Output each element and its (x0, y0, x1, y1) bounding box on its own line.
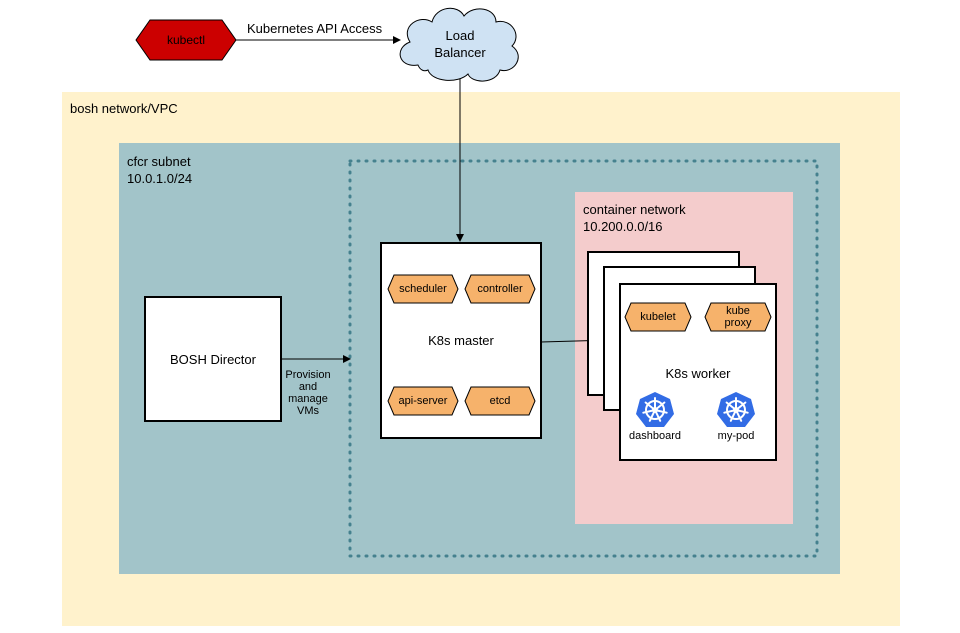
k8s-master-label: K8s master (428, 332, 494, 348)
controller-label: controller (477, 283, 523, 295)
kube-proxy-label: kube proxy (724, 305, 752, 329)
load-balancer-label: Load Balancer (434, 28, 486, 60)
container-network-label: container network 10.200.0.0/16 (583, 202, 686, 234)
kubectl-octagon (135, 19, 237, 61)
bosh-director-label: BOSH Director (170, 351, 256, 367)
bosh-director-box: BOSH Director (144, 296, 282, 422)
my-pod-label: my-pod (717, 430, 755, 442)
provision-label: Provision and manage VMs (285, 369, 331, 417)
kubelet-label: kubelet (640, 311, 676, 323)
bosh-network-label: bosh network/VPC (70, 101, 178, 116)
etcd-label: etcd (489, 395, 511, 407)
dashboard-pod: dashboard (629, 390, 681, 446)
dashboard-label: dashboard (629, 430, 681, 442)
kubernetes-icon (717, 392, 755, 427)
k8s-worker-label: K8s worker (665, 365, 731, 381)
scheduler-label: scheduler (399, 283, 447, 295)
kubelet-component: kubelet (624, 302, 692, 332)
scheduler-component: scheduler (387, 274, 459, 304)
my-pod: my-pod (711, 390, 761, 446)
etcd-component: etcd (464, 386, 536, 416)
controller-component: controller (464, 274, 536, 304)
load-balancer-cloud (399, 7, 519, 82)
cfcr-subnet-label: cfcr subnet 10.0.1.0/24 (127, 154, 193, 186)
api-server-label: api-server (398, 395, 448, 407)
kube-proxy-component: kube proxy (704, 302, 772, 332)
api-access-label: Kubernetes API Access (247, 21, 383, 36)
kubectl-label: kubectl (166, 33, 206, 47)
api-server-component: api-server (387, 386, 459, 416)
kubernetes-icon (636, 392, 674, 427)
